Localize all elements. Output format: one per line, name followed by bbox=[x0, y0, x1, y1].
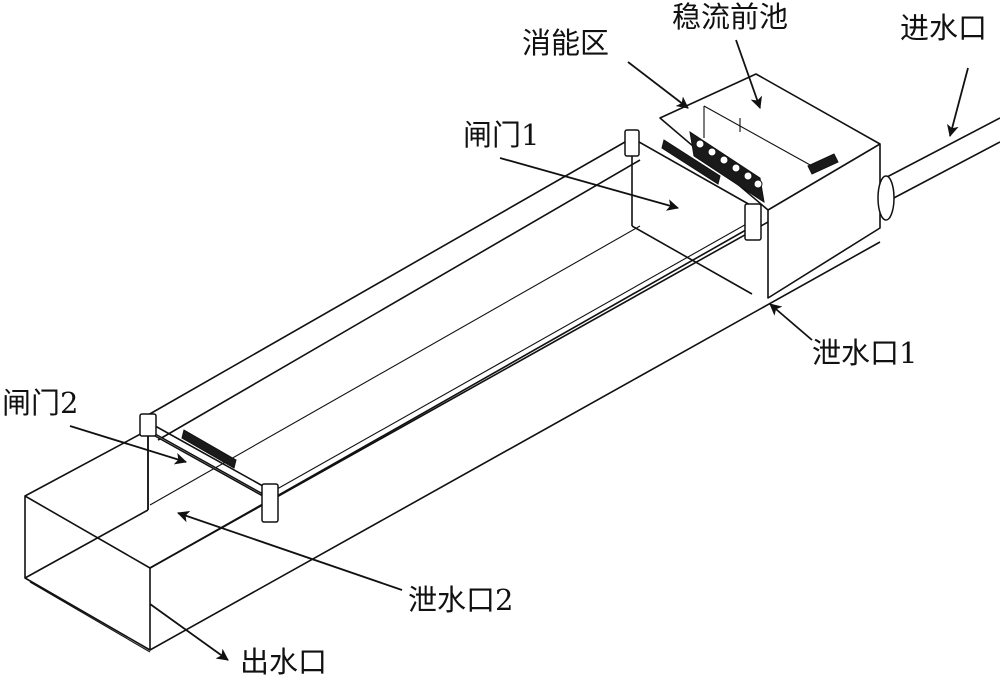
outlet-box bbox=[24, 429, 271, 653]
label-inlet: 进水口 bbox=[900, 11, 987, 45]
label-outlet1: 泄水口1 bbox=[812, 336, 917, 370]
head-tank bbox=[659, 73, 881, 299]
inlet-pipe bbox=[877, 117, 1000, 221]
label-energy-zone: 消能区 bbox=[522, 26, 609, 60]
leader-arrows bbox=[69, 39, 969, 661]
label-gate2: 闸门2 bbox=[2, 386, 78, 420]
gate-2 bbox=[139, 413, 279, 523]
label-outlet: 出水口 bbox=[240, 645, 327, 679]
label-gate1: 闸门1 bbox=[463, 118, 539, 152]
gate-1 bbox=[624, 129, 762, 295]
label-stilling-pool: 稳流前池 bbox=[672, 0, 788, 34]
label-outlet2: 泄水口2 bbox=[408, 583, 513, 617]
flume-body bbox=[147, 137, 881, 651]
